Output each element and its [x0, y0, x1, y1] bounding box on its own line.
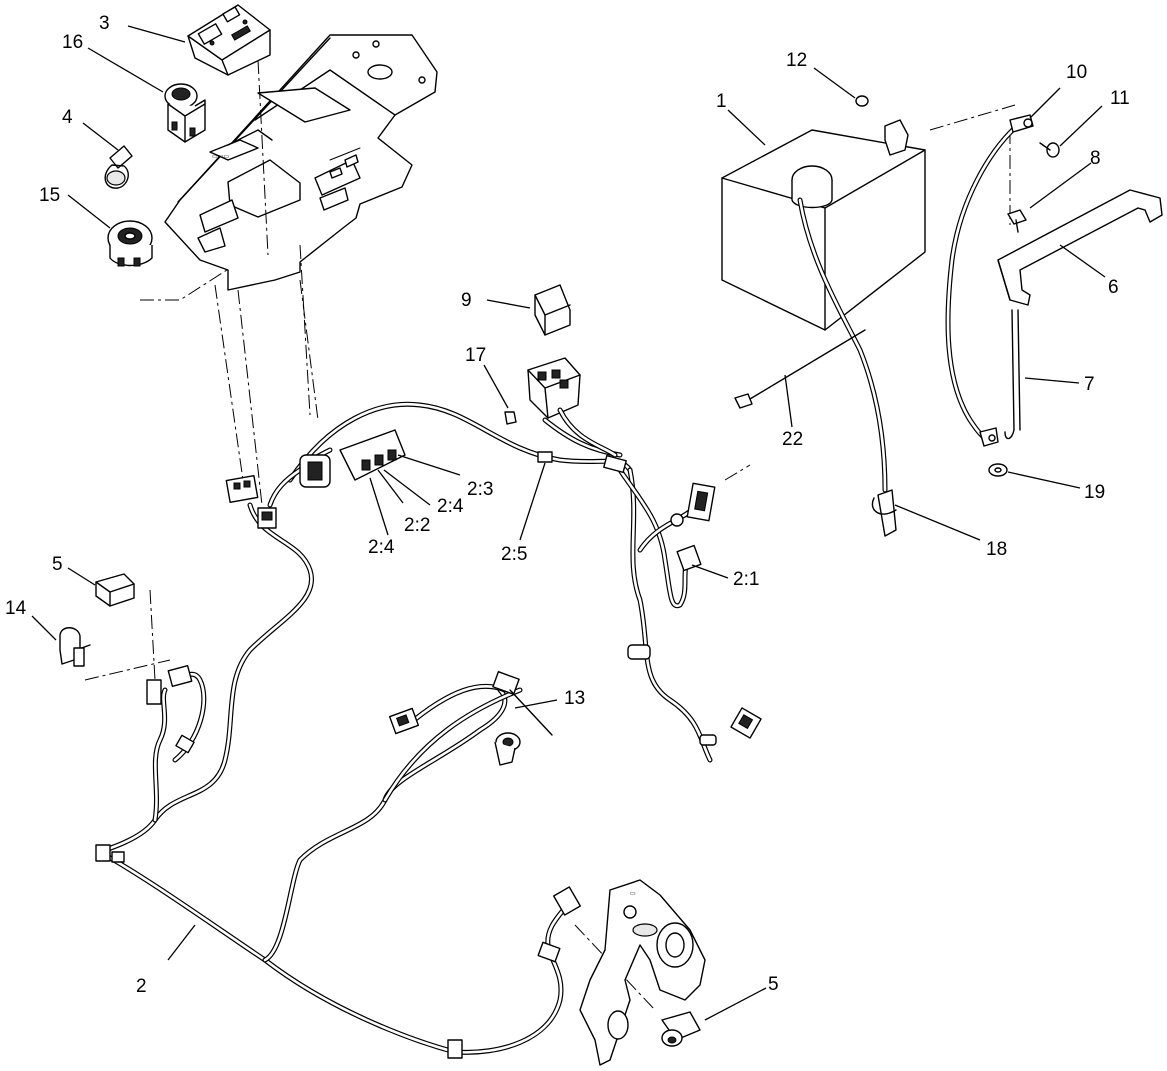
callout-2-4-b: 2:4 — [437, 496, 464, 517]
callout-2-2: 2:2 — [404, 515, 430, 536]
callout-2-1: 2:1 — [733, 569, 759, 590]
hold-down-bracket — [997, 189, 1163, 306]
callout-22: 22 — [782, 429, 803, 450]
hold-down-rod — [1004, 309, 1021, 440]
callout-6: 6 — [1108, 277, 1119, 298]
callout-2-5: 2:5 — [501, 544, 527, 565]
switch-14 — [59, 627, 91, 667]
callout-2-3: 2:3 — [467, 479, 493, 500]
washer-19 — [988, 463, 1008, 477]
key-icon — [104, 145, 133, 189]
relay-base — [527, 357, 618, 458]
callout-15: 15 — [39, 185, 60, 206]
wing-nut — [1007, 209, 1027, 233]
svg-text:▭▭▭: ▭▭▭ — [212, 154, 229, 160]
fastener-17 — [504, 411, 517, 425]
callout-5-bottom: 5 — [768, 974, 779, 995]
bolt-11 — [1039, 142, 1060, 158]
callout-2-4-a: 2:4 — [368, 537, 395, 558]
hour-meter-icon — [187, 4, 271, 76]
callout-10: 10 — [1066, 62, 1087, 83]
callout-16: 16 — [62, 32, 83, 53]
callout-12: 12 — [786, 50, 807, 71]
callout-17: 17 — [465, 345, 486, 366]
callout-13: 13 — [564, 688, 585, 709]
main-wiring-harness — [95, 401, 762, 1059]
relay-5-top — [95, 573, 135, 607]
switch-5-bottom — [661, 1011, 701, 1047]
callout-5-top: 5 — [52, 554, 63, 575]
callout-4: 4 — [62, 107, 73, 128]
callout-18: 18 — [986, 539, 1007, 560]
callout-labels: 1 2 2:1 2:2 2:3 2:4 2:4 2:5 3 4 5 5 6 7 … — [5, 13, 1130, 997]
battery-icon — [721, 119, 926, 537]
cable-tie — [734, 329, 866, 409]
control-panel: ▭▭▭ — [164, 34, 438, 291]
callout-14: 14 — [5, 598, 27, 619]
relay-icon — [534, 284, 571, 336]
battery-cable — [945, 114, 1034, 447]
callout-3: 3 — [99, 13, 110, 34]
callout-11: 11 — [1110, 88, 1130, 109]
callout-9: 9 — [461, 290, 472, 311]
callout-8: 8 — [1090, 148, 1101, 169]
seat-switch-bracket: ▭ — [579, 879, 706, 1066]
callout-1: 1 — [716, 91, 727, 112]
washer-12 — [855, 95, 869, 107]
callout-2: 2 — [136, 976, 147, 997]
callout-7: 7 — [1084, 374, 1095, 395]
leader-lines — [31, 25, 1106, 1021]
svg-text:▭: ▭ — [630, 891, 636, 897]
push-switch-icon — [164, 83, 206, 143]
ignition-switch-icon — [107, 220, 153, 267]
sub-harness — [388, 671, 553, 766]
callout-19: 19 — [1084, 482, 1105, 503]
